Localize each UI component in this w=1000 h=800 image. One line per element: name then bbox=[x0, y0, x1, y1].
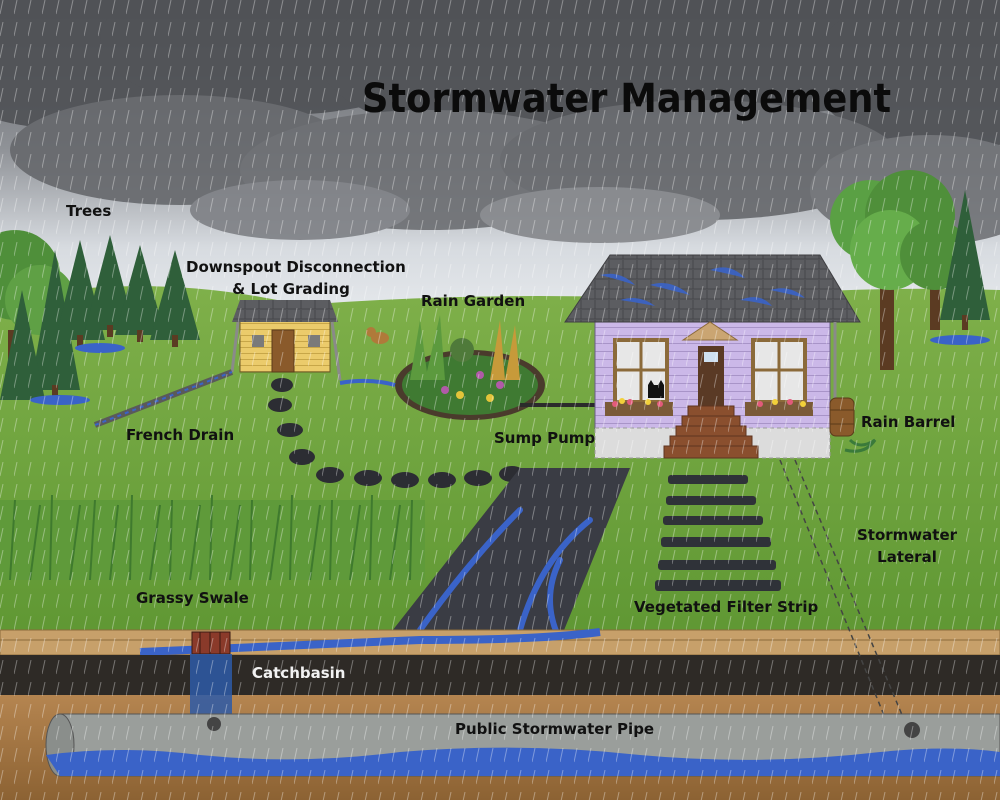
label-public-stormwater-pipe: Public Stormwater Pipe bbox=[455, 720, 655, 738]
label-trees: Trees bbox=[66, 202, 112, 220]
diagram-title: Stormwater Management bbox=[362, 76, 892, 122]
label-downspout-line1: Downspout Disconnection bbox=[186, 258, 406, 276]
label-catchbasin: Catchbasin bbox=[252, 664, 346, 682]
label-stormwater-lateral: Stormwater Lateral bbox=[852, 525, 962, 569]
label-sump-pump: Sump Pump bbox=[494, 429, 596, 447]
label-rain-barrel: Rain Barrel bbox=[861, 413, 956, 431]
label-french-drain: French Drain bbox=[126, 426, 235, 444]
label-stormwater-lateral-line2: Lateral bbox=[877, 547, 937, 566]
label-rain-garden: Rain Garden bbox=[421, 292, 526, 310]
label-stormwater-lateral-line1: Stormwater bbox=[856, 526, 958, 544]
label-grassy-swale: Grassy Swale bbox=[136, 589, 249, 607]
label-downspout-line2: & Lot Grading bbox=[232, 279, 350, 298]
label-vegetated-filter-strip: Vegetated Filter Strip bbox=[634, 598, 819, 616]
label-downspout-disconnection: Downspout Disconnection & Lot Grading bbox=[186, 257, 406, 301]
